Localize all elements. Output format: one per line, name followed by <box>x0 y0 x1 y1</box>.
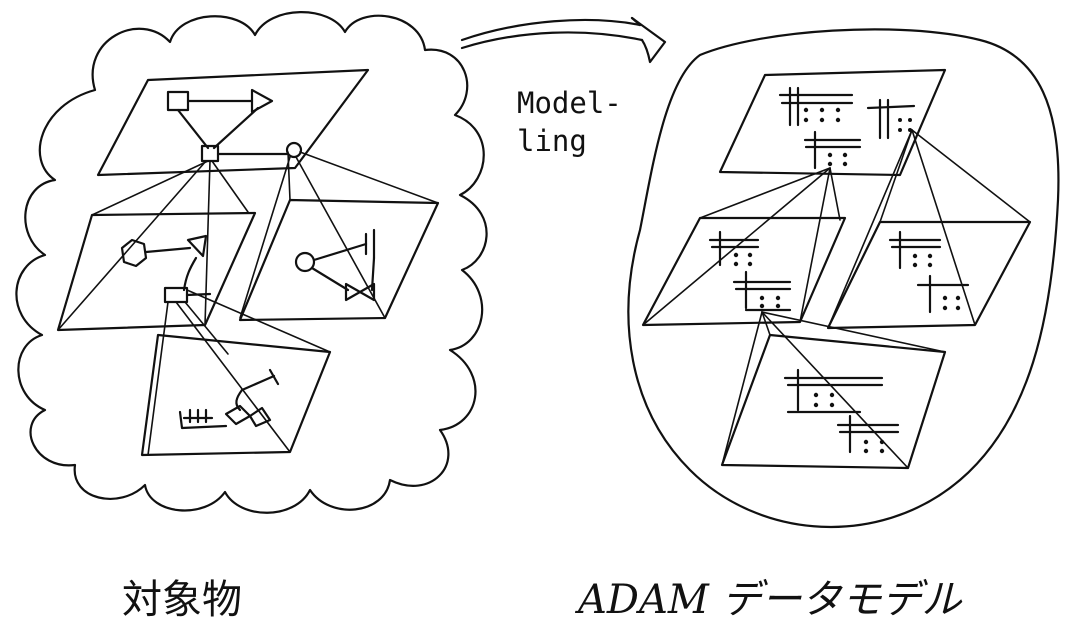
table-glyph <box>836 414 900 454</box>
projection-line <box>57 160 207 331</box>
projection-line <box>175 301 291 453</box>
object-hexagon-node <box>120 238 148 268</box>
adam-model <box>627 28 1060 529</box>
object-square-node <box>166 90 190 112</box>
projection-line <box>239 156 291 319</box>
table-glyph <box>708 230 760 267</box>
projection-line <box>147 301 169 456</box>
object-edge <box>240 374 276 392</box>
object-edge <box>212 106 260 150</box>
projection-line <box>184 301 229 355</box>
projection-line <box>761 311 946 353</box>
table-glyph <box>803 130 862 170</box>
projection-line <box>721 311 763 466</box>
projection-line <box>911 129 1031 223</box>
projection-line <box>295 156 386 319</box>
object-edge <box>312 242 368 262</box>
object-bowtie-node <box>344 282 362 302</box>
table-glyph <box>888 230 942 270</box>
projection-line <box>911 129 976 326</box>
projection-line <box>186 289 331 353</box>
object-ground-symbol <box>178 410 228 430</box>
cloud-outline <box>15 11 488 514</box>
object-junction-node <box>200 144 220 163</box>
arrow-head <box>630 16 667 64</box>
object-edge <box>235 388 244 412</box>
table-plane-top <box>718 68 947 177</box>
object-edge <box>310 266 350 292</box>
object-edge <box>182 256 198 292</box>
arrow-head <box>630 16 642 27</box>
object-circle-node <box>285 141 303 159</box>
projection-line <box>827 129 913 329</box>
table-plane-middle-left <box>641 216 847 327</box>
projection-line <box>699 167 831 219</box>
table-glyph <box>778 86 854 127</box>
table-glyph <box>866 98 916 140</box>
projection-line <box>299 151 439 204</box>
projection-line <box>287 151 291 201</box>
object-rhombus-node <box>248 406 272 428</box>
object-edge <box>176 108 210 150</box>
object-plane-middle-left <box>56 211 257 332</box>
object-caption: 対象物 <box>122 577 242 623</box>
modelling-arrow <box>460 16 667 64</box>
table-plane-middle-right <box>826 220 1032 330</box>
adam-model-caption: ADAM データモデル <box>578 577 962 623</box>
projection-line <box>761 311 771 336</box>
object-cloud <box>15 11 488 514</box>
object-bar <box>268 368 280 386</box>
modelling-label: Model- ling <box>517 86 622 158</box>
projection-line <box>879 129 913 223</box>
table-glyph <box>732 270 792 312</box>
projection-line <box>799 167 831 323</box>
object-triangle-node <box>186 234 208 258</box>
table-plane-bottom <box>720 333 947 470</box>
table-glyph <box>783 368 884 414</box>
object-triangle-node <box>250 88 274 114</box>
model-outline <box>627 28 1060 529</box>
object-plane-right <box>238 198 440 322</box>
arrow-stroke <box>460 31 644 50</box>
projection-line <box>91 160 209 216</box>
object-plane-top <box>96 68 370 177</box>
object-circle-node <box>294 251 316 273</box>
projection-line <box>211 160 249 213</box>
object-edge <box>144 246 192 254</box>
arrow-stroke <box>460 18 642 42</box>
object-plane-bottom <box>140 333 332 457</box>
table-glyph <box>916 274 970 314</box>
object-bowtie-node <box>358 282 376 302</box>
projection-line <box>829 167 841 221</box>
object-planes <box>56 68 440 457</box>
